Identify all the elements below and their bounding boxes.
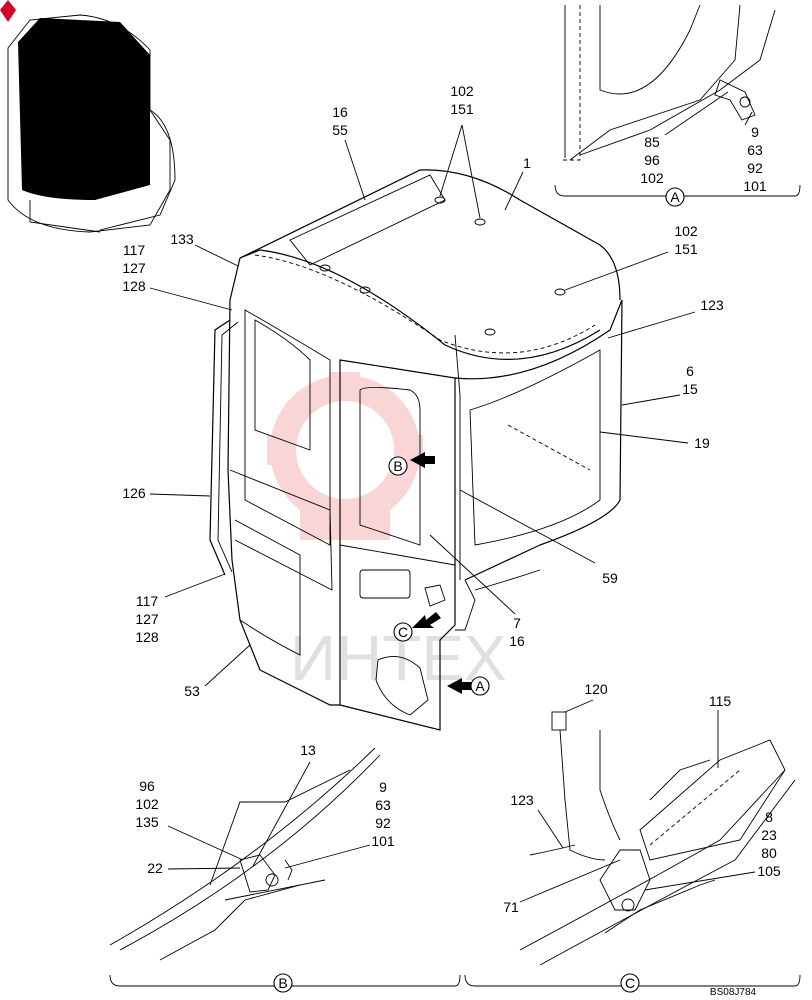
roof-panel: [289, 174, 446, 266]
callout-number: 135: [135, 814, 159, 830]
callout-number: 133: [170, 231, 194, 247]
callout-number: 22: [147, 860, 163, 876]
view-a-marker-letter: A: [670, 189, 680, 205]
callout-number: 115: [709, 693, 732, 709]
pillar-section: [639, 739, 786, 861]
callout-number: 151: [674, 241, 698, 257]
callout-number: 7: [513, 615, 521, 631]
callout-number: 120: [584, 681, 608, 697]
callout-number: 96: [644, 152, 660, 168]
thumbnail-cab-silhouette: [18, 18, 150, 200]
view-b-marker: [273, 973, 293, 993]
arrow-c-marker: [393, 622, 413, 642]
side-window: [469, 349, 601, 546]
arrow-b-marker: [388, 456, 408, 476]
arrow-a-marker: [470, 676, 490, 696]
callout-number: 151: [450, 101, 474, 117]
door-window: [359, 387, 421, 546]
callout-number: 102: [450, 83, 474, 99]
watermark-gear-tooth: [330, 504, 360, 528]
callout-number: 102: [135, 796, 159, 812]
arrow-to-a-icon: [447, 678, 472, 694]
callout-number: 9: [751, 124, 759, 140]
callout-number: 102: [640, 170, 664, 186]
view-c-marker: [620, 973, 640, 993]
callout-number: 63: [375, 797, 391, 813]
callout-number: 127: [135, 611, 159, 627]
callout-number: 102: [674, 223, 698, 239]
view-a-marker: [665, 187, 685, 207]
callout-number: 55: [332, 122, 348, 138]
front-window: [244, 309, 331, 546]
callout-number: 123: [700, 297, 724, 313]
callout-number: 96: [139, 778, 155, 794]
callout-number: 85: [644, 134, 660, 150]
callout-number: 101: [371, 833, 395, 849]
callout-number: 71: [503, 899, 519, 915]
callout-number: 13: [300, 742, 316, 758]
main-leader-lines: [149, 124, 696, 687]
detail-view-b: B: [109, 747, 461, 993]
callout-number: 6: [686, 363, 694, 379]
callout-labels: 16 55 102 151 1 102 151 123 6 15 19 133 117 127 128 126…: [122, 83, 781, 915]
callout-number: 1: [523, 155, 531, 171]
drawing-code: BS08J784: [710, 987, 757, 998]
location-thumbnail: [0, 0, 176, 233]
watermark-gear-tooth: [330, 372, 360, 396]
callout-number: 126: [122, 485, 146, 501]
detail-view-c: C: [464, 699, 801, 993]
callout-number: 92: [747, 160, 763, 176]
callout-number: 92: [375, 815, 391, 831]
callout-number: 63: [747, 142, 763, 158]
watermark-gear-tooth: [267, 435, 291, 465]
arrow-a-letter: A: [475, 678, 485, 694]
connector-120: [551, 711, 567, 731]
callout-number: 8: [765, 809, 773, 825]
watermark-gear-base: [300, 500, 390, 540]
detail-arrows: B C A: [388, 452, 490, 696]
callout-number: 128: [122, 278, 146, 294]
callout-number: 19: [694, 435, 710, 451]
callout-number: 80: [761, 845, 777, 861]
callout-number: 128: [135, 629, 159, 645]
callout-number: 123: [510, 792, 534, 808]
cab-roof-edge: [239, 169, 621, 301]
callout-number: 117: [136, 593, 159, 609]
door-handle-recess: [359, 569, 411, 599]
callout-number: 9: [379, 779, 387, 795]
arrow-to-b-icon: [410, 452, 435, 468]
door-latch-cable: [375, 655, 429, 716]
arrow-b-letter: B: [393, 458, 402, 474]
view-b-marker-letter: B: [278, 975, 287, 991]
callout-number: 15: [682, 381, 698, 397]
arrow-c-letter: C: [398, 624, 408, 640]
handrail: [209, 319, 231, 576]
callout-number: 101: [743, 178, 767, 194]
cab-assembly: [209, 169, 623, 731]
door-lock: [424, 584, 446, 607]
watermark-gear-ring: [270, 375, 420, 525]
callout-number: 16: [332, 104, 348, 120]
detail-view-a: A: [554, 4, 801, 207]
callout-number: 23: [761, 827, 777, 843]
thumbnail-marker-icon: [0, 0, 16, 22]
callout-number: 53: [184, 683, 200, 699]
callout-number: 117: [123, 242, 146, 258]
callout-number: 105: [757, 863, 781, 879]
callout-number: 16: [509, 633, 525, 649]
arrow-to-c-icon: [412, 612, 441, 628]
callout-number: 127: [122, 260, 146, 276]
watermark: [267, 372, 423, 540]
view-c-marker-letter: C: [625, 975, 635, 991]
callout-number: 59: [602, 570, 618, 586]
